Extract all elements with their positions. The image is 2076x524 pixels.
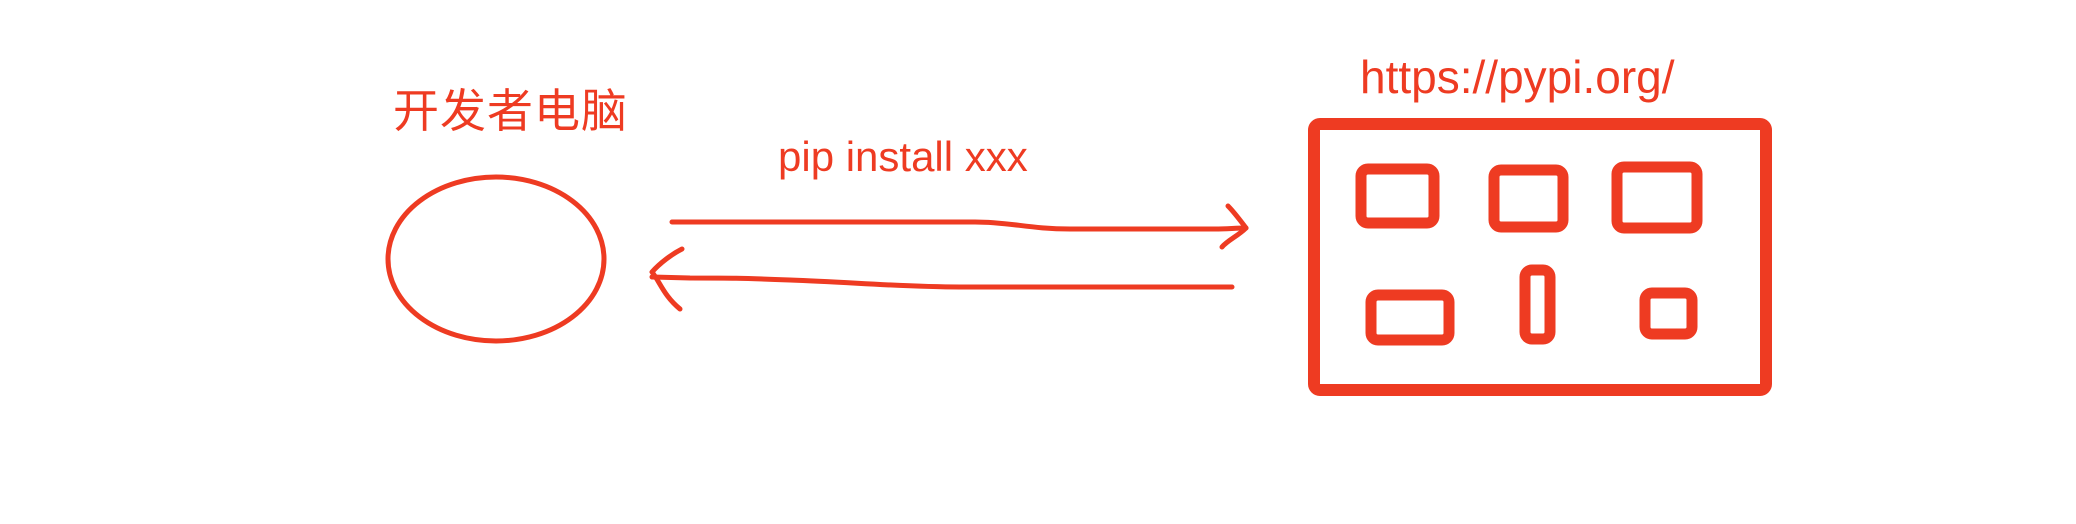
pip-command-label: pip install xxx [778, 133, 1028, 180]
package-box-2 [1488, 164, 1569, 233]
package-box-4 [1365, 289, 1455, 346]
response-arrow [649, 246, 1235, 312]
package-box-5 [1519, 264, 1556, 345]
package-box-3 [1611, 161, 1703, 234]
server-url-label: https://pypi.org/ [1360, 51, 1675, 103]
request-arrow-shaft [669, 219, 1249, 232]
client-computer-ellipse [385, 174, 607, 344]
package-box-6 [1639, 287, 1698, 340]
client-label: 开发者电脑 [393, 84, 628, 138]
package-box-1 [1355, 163, 1440, 229]
pypi-server-box [1308, 118, 1772, 396]
response-arrowhead-icon [649, 246, 685, 312]
request-arrow [669, 203, 1249, 250]
request-arrowhead-icon [1219, 203, 1249, 250]
response-arrow-shaft [649, 274, 1235, 290]
